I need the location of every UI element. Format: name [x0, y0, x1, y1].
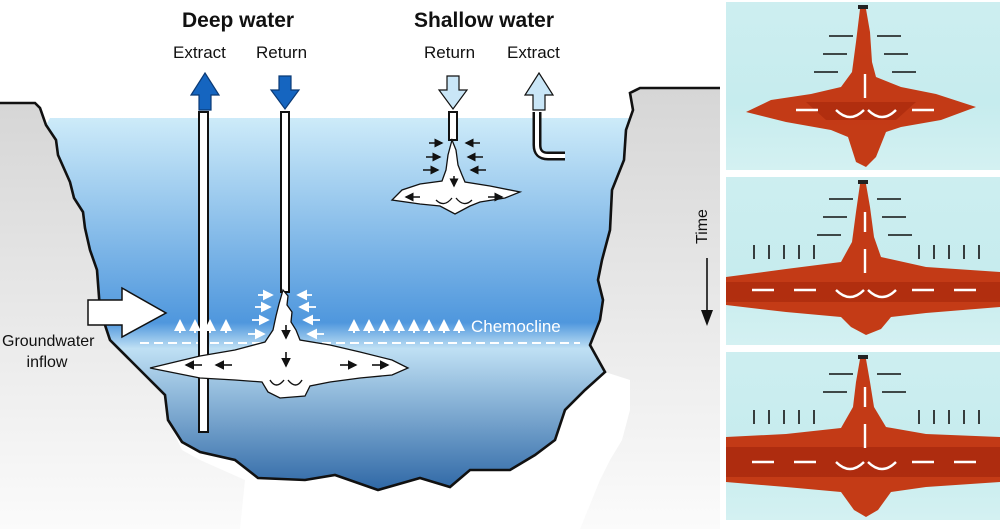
deep-intrusion-plume	[149, 288, 410, 399]
deep-return-arrow	[269, 75, 301, 111]
chemocline-label: Chemocline	[471, 317, 561, 336]
deep-plume-flow-arrows	[184, 325, 390, 370]
photo-panel-2	[726, 177, 1000, 345]
dye-plume-1	[746, 9, 976, 167]
deep-extract-pipe	[198, 111, 209, 433]
time-axis-label: Time	[694, 209, 711, 244]
dye-plume-3	[726, 359, 1000, 517]
shallow-return-label: Return	[424, 43, 476, 62]
shallow-extract-label: Extract	[507, 43, 560, 62]
photo-panel-1	[726, 2, 1000, 170]
shallow-plume-eddies	[435, 197, 473, 205]
deep-extract-label: Extract	[173, 43, 226, 62]
shallow-return-arrow	[437, 75, 469, 111]
shallow-return-pipe	[448, 111, 458, 141]
groundwater-inflow-arrow	[87, 286, 168, 339]
deep-extract-arrow	[189, 71, 221, 111]
lake-schematic	[0, 71, 720, 529]
shallow-intrusion-plume	[390, 137, 523, 215]
shallow-extract-arrow	[523, 71, 555, 111]
chemocline-upflow-arrows-left	[174, 319, 232, 333]
groundwater-label-line1: Groundwater	[2, 333, 95, 350]
shallow-plume-flow-arrows	[404, 176, 504, 202]
right-rock-wall	[580, 88, 720, 529]
groundwater-inflow-label: Groundwater inflow	[2, 331, 95, 373]
deep-return-pipe	[280, 111, 290, 293]
deep-water-title: Deep water	[182, 9, 295, 32]
lake-water	[46, 118, 632, 490]
left-rock-wall	[0, 103, 245, 529]
groundwater-label-line2: inflow	[26, 354, 68, 371]
shallow-plume-entrainment-arrows	[423, 138, 486, 175]
shallow-water-title: Shallow water	[414, 9, 555, 32]
chemocline-upflow-arrows-right	[348, 319, 465, 333]
deep-return-label: Return	[256, 43, 308, 62]
time-arrow-icon	[701, 258, 713, 326]
lake-outline	[0, 86, 720, 492]
deep-plume-eddies	[269, 379, 303, 386]
deep-plume-entrainment-arrows	[248, 289, 324, 340]
photo-panel-3	[726, 352, 1000, 520]
dye-plume-2	[726, 184, 1000, 335]
